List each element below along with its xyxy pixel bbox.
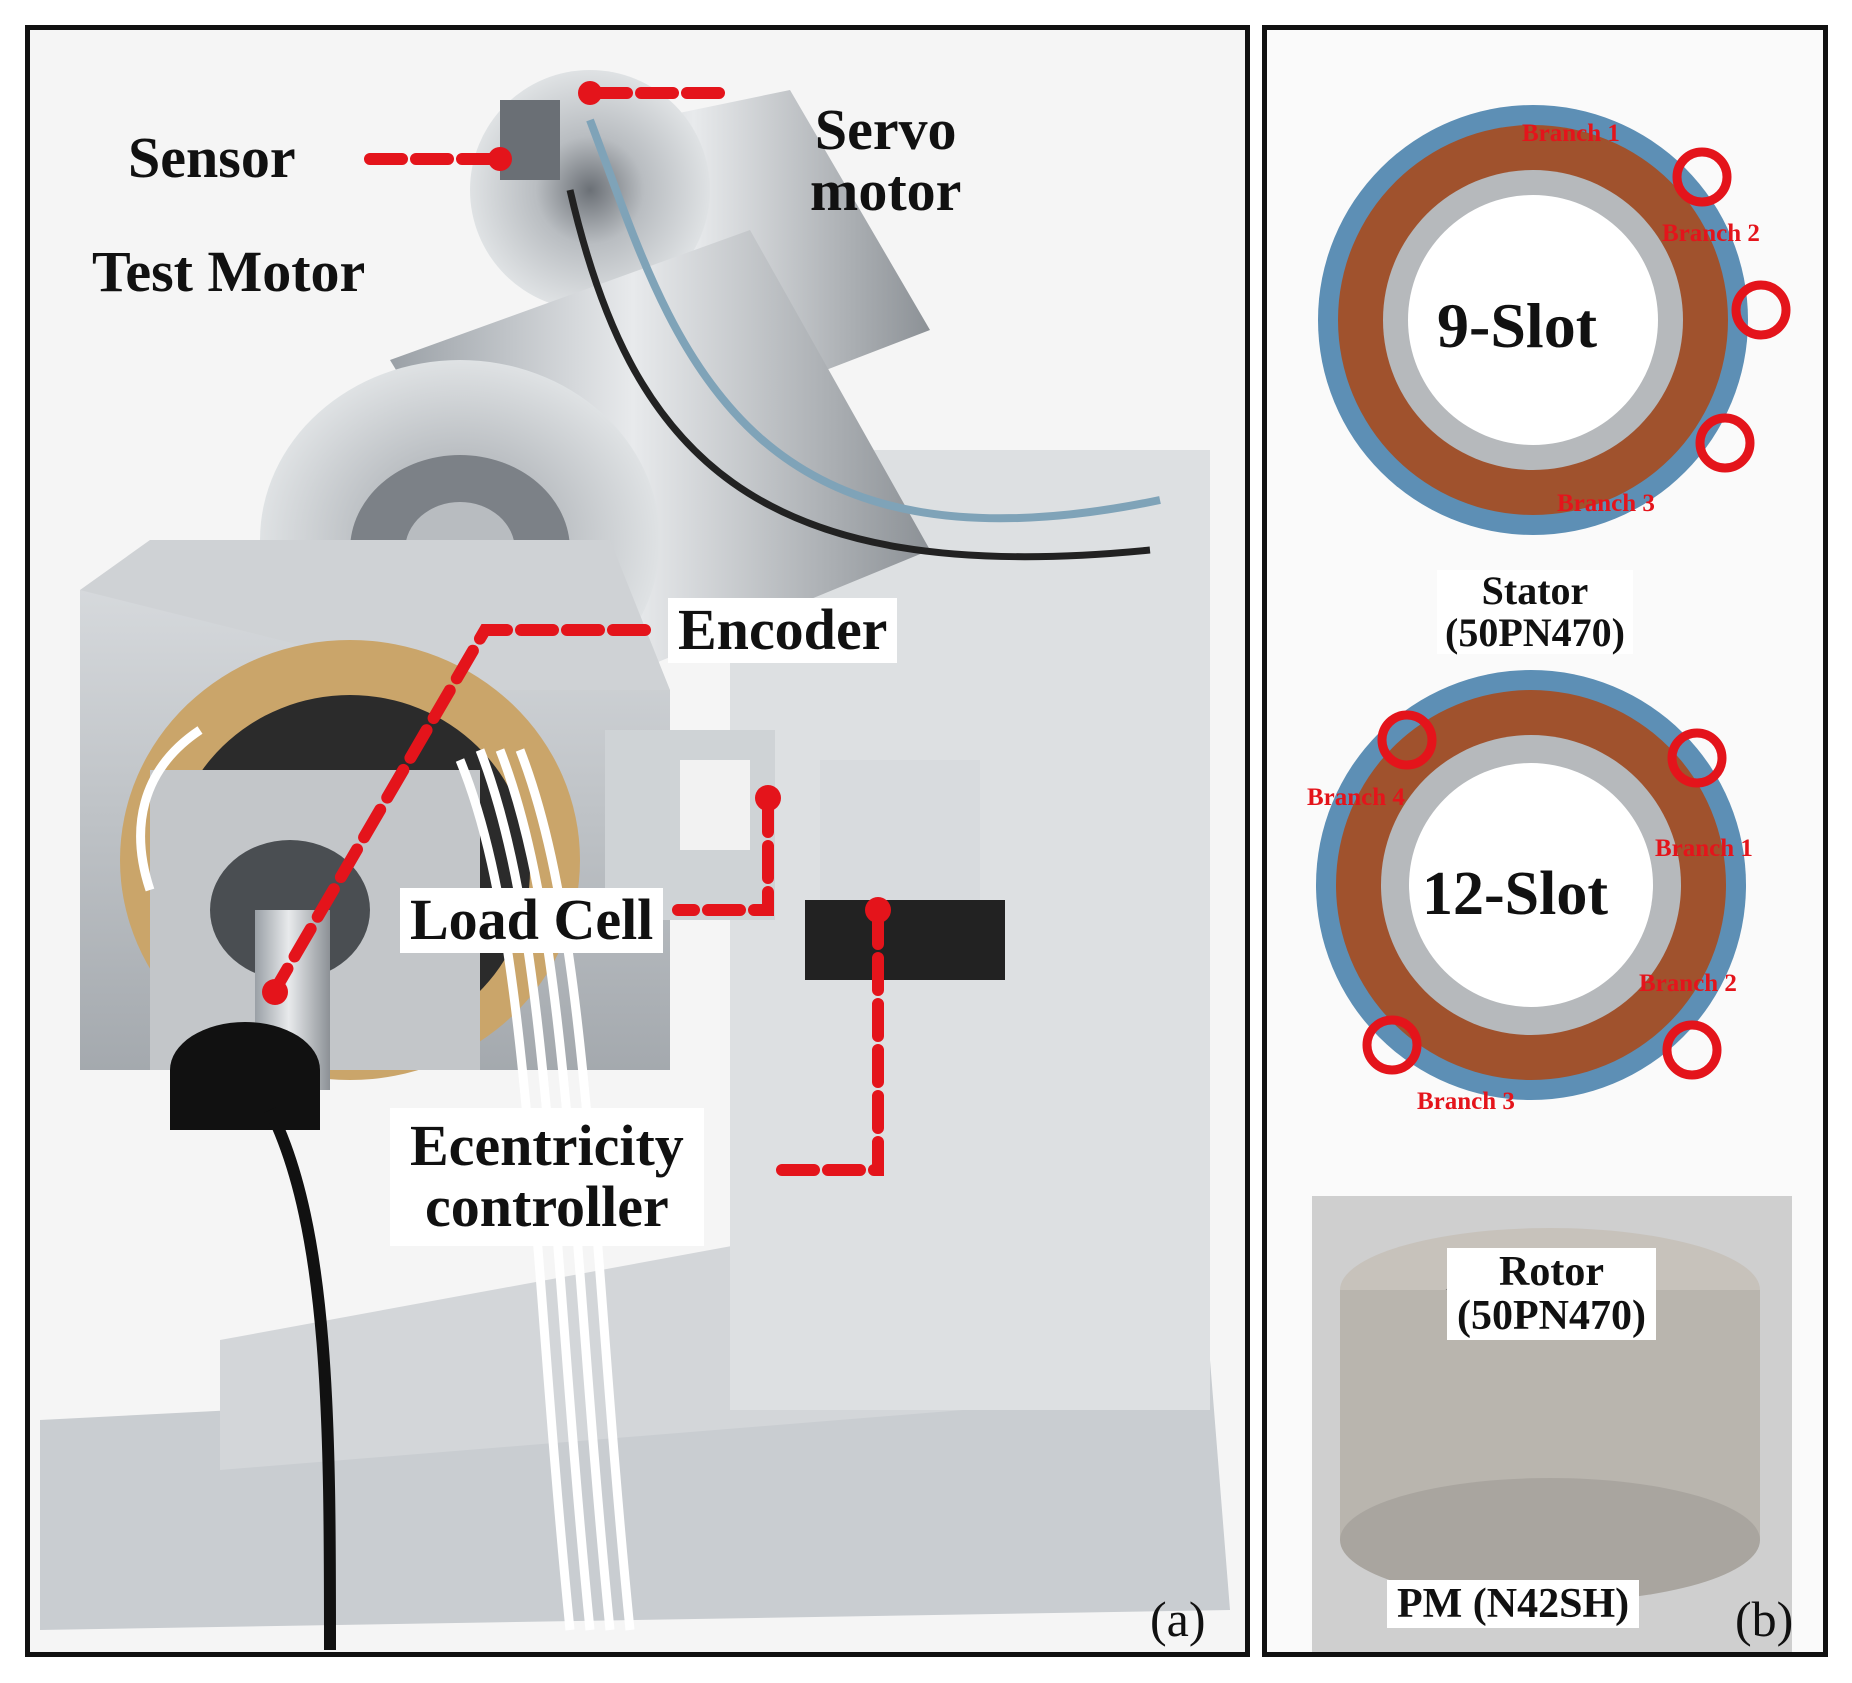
rotor-label: Rotor (50PN470) (1447, 1248, 1656, 1341)
branch-markers (1362, 147, 1791, 1080)
label-eccentricity-controller: Ecentricity controller (390, 1108, 704, 1246)
panel-b-components-photo: 9-Slot Branch 1 Branch 2 Branch 3 Stator… (1262, 25, 1828, 1657)
test-bench-illustration (30, 30, 1245, 1652)
leader-lines (269, 87, 884, 1176)
stator-9-title: 9-Slot (1437, 290, 1597, 361)
label-load-cell: Load Cell (400, 888, 664, 953)
stator-12-branch-2: Branch 2 (1639, 970, 1737, 997)
label-encoder: Encoder (668, 598, 898, 663)
label-servo-motor: Servo motor (810, 97, 962, 223)
component-illustrations (1312, 105, 1792, 1652)
panel-a-test-bench-photo: Sensor Servo motor Test Motor Encoder Lo… (25, 25, 1250, 1657)
panel-a-tag: (a) (1150, 1591, 1206, 1647)
label-test-motor: Test Motor (92, 239, 366, 304)
stator-9-branch-3: Branch 3 (1557, 490, 1655, 517)
stator-caption: Stator (50PN470) (1437, 570, 1633, 654)
stator-12-branch-4: Branch 4 (1307, 784, 1405, 811)
stator-9-branch-1: Branch 1 (1522, 120, 1620, 147)
panel-b-tag: (b) (1735, 1591, 1794, 1647)
encoder (170, 1022, 336, 1651)
pm-label: PM (N42SH) (1387, 1580, 1640, 1629)
stator-12-branch-1: Branch 1 (1655, 835, 1753, 862)
leader-dots (262, 81, 891, 1005)
stator-12-slot (1316, 670, 1746, 1100)
stator-12-branch-3: Branch 3 (1417, 1088, 1515, 1115)
eccentricity-stage (805, 900, 1005, 980)
stator-9-slot (1318, 105, 1748, 535)
label-sensor: Sensor (128, 125, 296, 190)
stator-9-branch-2: Branch 2 (1662, 220, 1760, 247)
stator-12-title: 12-Slot (1422, 860, 1608, 928)
